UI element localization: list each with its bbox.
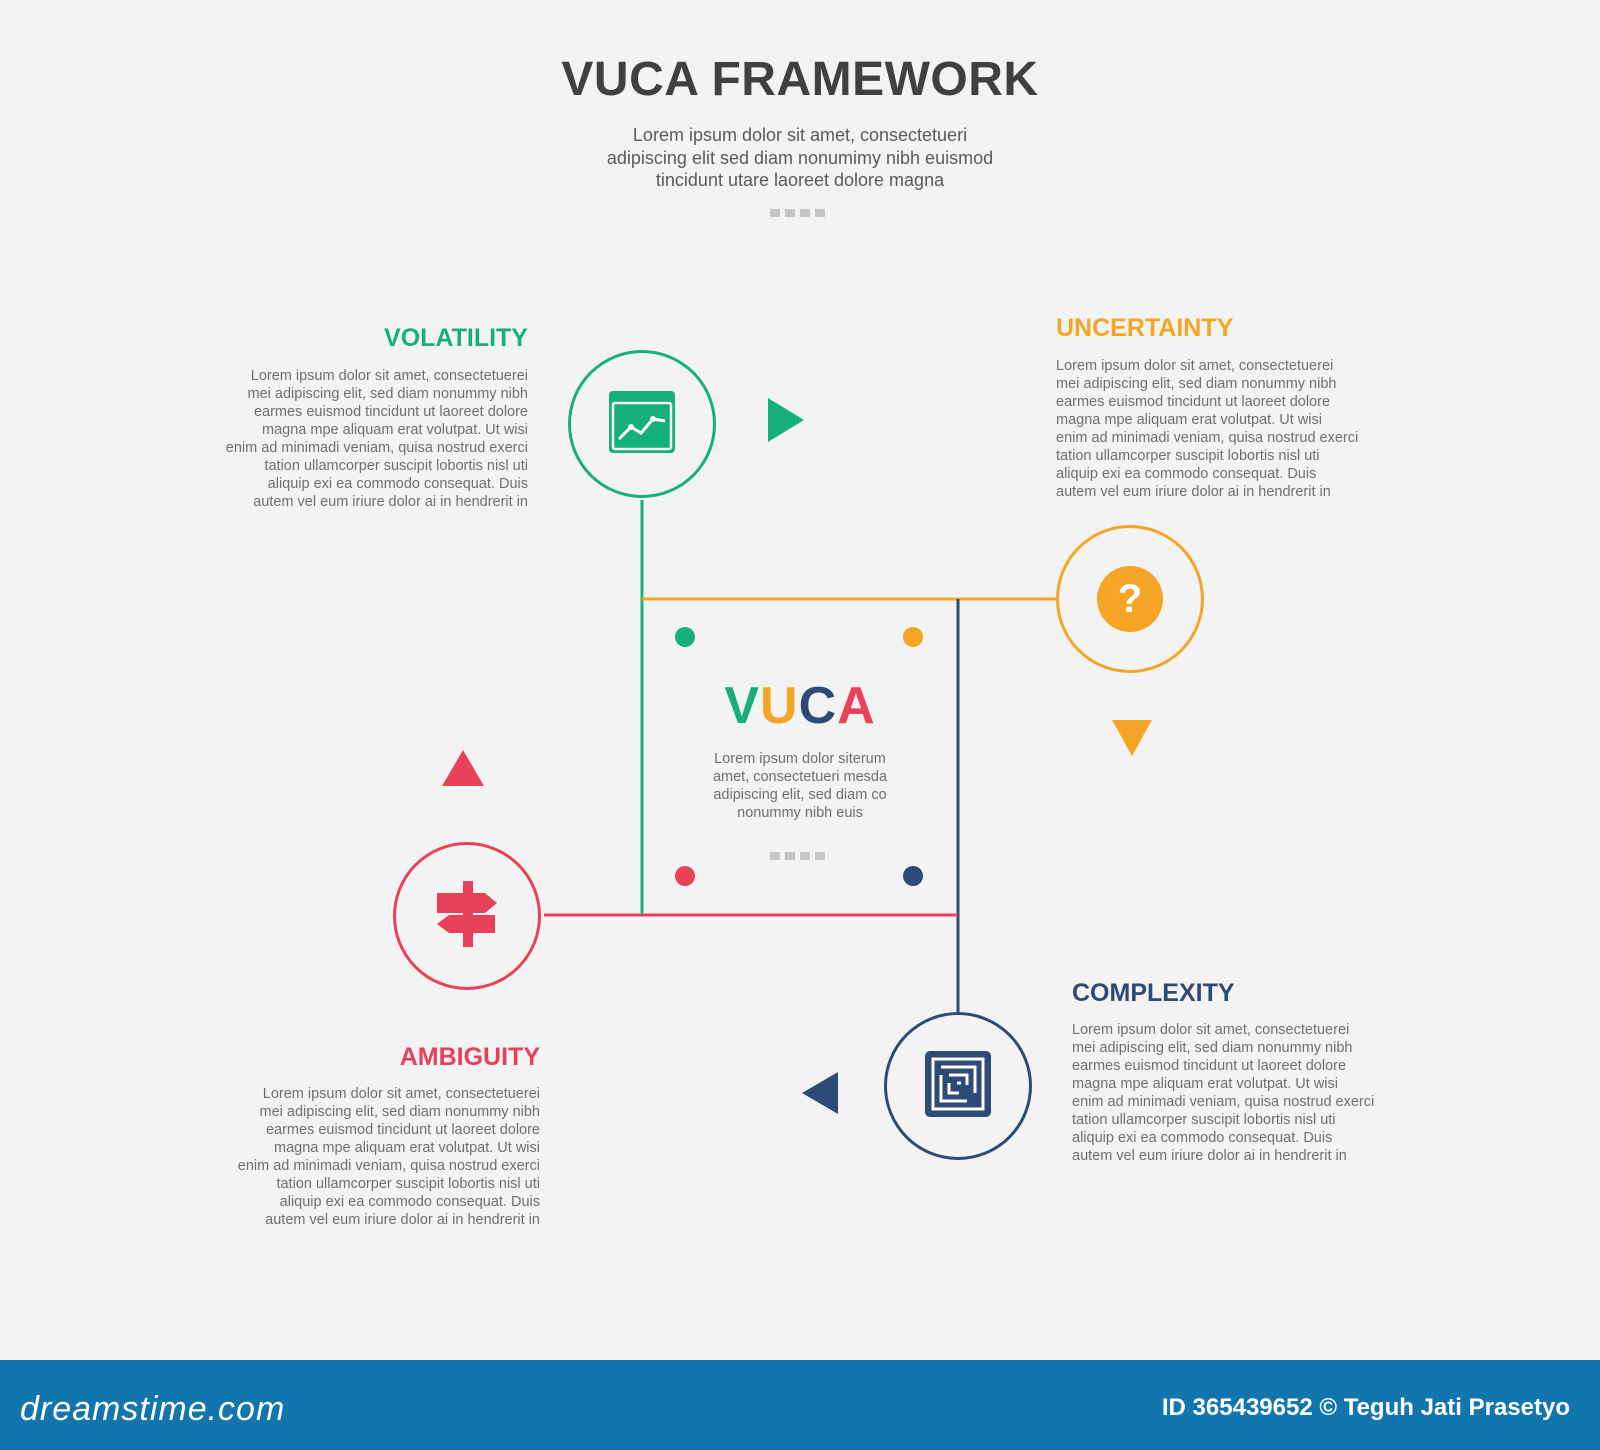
uncertainty-text-line: earmes euismod tincidunt ut laoreet dolo… — [1056, 394, 1331, 410]
ambiguity-circle — [393, 842, 541, 990]
corner-dot-orange — [903, 627, 923, 647]
ambiguity-heading: AMBIGUITY — [399, 1043, 540, 1071]
volatility-circle — [568, 350, 716, 498]
corner-dot-green — [675, 627, 695, 647]
ambiguity-text-line: magna mpe aliquam erat volutpat. Ut wisi — [274, 1140, 540, 1156]
uncertainty-text-line: magna mpe aliquam erat volutpat. Ut wisi — [1056, 412, 1322, 428]
complexity-circle — [884, 1012, 1032, 1160]
uncertainty-heading: UNCERTAINTY — [1056, 314, 1234, 342]
center-vuca-word: VUCA — [700, 676, 900, 736]
page-title: VUCA FRAMEWORK — [561, 53, 1039, 106]
ambiguity-text-line: autem vel eum iriure dolor ai in hendrer… — [265, 1212, 540, 1228]
subtitle-line: tincidunt utare laoreet dolore magna — [655, 170, 945, 190]
volatility-text-line: earmes euismod tincidunt ut laoreet dolo… — [253, 404, 528, 420]
footer-credit: ID 365439652 © Teguh Jati Prasetyo — [1161, 1394, 1570, 1421]
footer-logo: dreamstime.com — [20, 1390, 286, 1428]
uncertainty-description: Lorem ipsum dolor sit amet, consectetuer… — [1056, 357, 1396, 501]
vuca-letter-u: U — [760, 677, 799, 735]
uncertainty-text-line: tation ullamcorper suscipit lobortis nis… — [1056, 448, 1320, 464]
ambiguity-text-line: enim ad minimadi veniam, quisa nostrud e… — [237, 1158, 540, 1174]
complexity-text-line: mei adipiscing elit, sed diam nonummy ni… — [1072, 1040, 1353, 1056]
browser-chart-icon — [609, 390, 675, 458]
corner-dot-red — [675, 866, 695, 886]
signpost-icon — [435, 880, 499, 952]
connector-lines — [442, 398, 1152, 1114]
triangle-down-icon — [1112, 720, 1152, 756]
complexity-text-line: aliquip exi ea commodo consequat. Duis — [1072, 1130, 1333, 1146]
subtitle-line: adipiscing elit sed diam nonumimy nibh e… — [606, 147, 994, 168]
vuca-letter-c: C — [798, 677, 838, 735]
center-text-line: Lorem ipsum dolor siterum — [714, 751, 886, 767]
center-description: Lorem ipsum dolor siterum amet, consecte… — [700, 750, 900, 822]
volatility-text-line: autem vel eum iriure dolor ai in hendrer… — [253, 494, 528, 510]
center-text-line: adipiscing elit, sed diam co — [713, 787, 887, 803]
center-dots-divider — [770, 852, 825, 860]
vuca-letter-a: A — [837, 677, 876, 735]
complexity-text-line: magna mpe aliquam erat volutpat. Ut wisi — [1072, 1076, 1338, 1092]
triangle-left-icon — [802, 1072, 838, 1114]
complexity-text-line: enim ad minimadi veniam, quisa nostrud e… — [1072, 1094, 1375, 1110]
complexity-description: Lorem ipsum dolor sit amet, consectetuer… — [1072, 1021, 1412, 1165]
page-subtitle: Lorem ipsum dolor sit amet, consectetuer… — [560, 124, 1040, 192]
volatility-text-line: tation ullamcorper suscipit lobortis nis… — [264, 458, 528, 474]
uncertainty-text-line: aliquip exi ea commodo consequat. Duis — [1056, 466, 1317, 482]
uncertainty-text-line: Lorem ipsum dolor sit amet, consectetuer… — [1056, 358, 1334, 374]
footer-bar — [0, 1360, 1600, 1450]
ambiguity-text-line: mei adipiscing elit, sed diam nonummy ni… — [259, 1104, 540, 1120]
center-text-line: nonummy nibh euis — [737, 805, 863, 821]
triangle-up-icon — [442, 750, 484, 786]
vuca-letter-v: V — [724, 677, 760, 735]
volatility-text-line: mei adipiscing elit, sed diam nonummy ni… — [247, 386, 528, 402]
complexity-text-line: tation ullamcorper suscipit lobortis nis… — [1072, 1112, 1336, 1128]
corner-dot-navy — [903, 866, 923, 886]
complexity-text-line: autem vel eum iriure dolor ai in hendrer… — [1072, 1148, 1347, 1164]
volatility-text-line: enim ad minimadi veniam, quisa nostrud e… — [225, 440, 528, 456]
question-mark-icon: ? — [1097, 566, 1163, 632]
subtitle-line: Lorem ipsum dolor sit amet, consectetuer… — [632, 125, 968, 145]
maze-icon — [925, 1050, 991, 1122]
ambiguity-text-line: aliquip exi ea commodo consequat. Duis — [279, 1194, 540, 1210]
complexity-heading: COMPLEXITY — [1072, 979, 1235, 1007]
volatility-text-line: aliquip exi ea commodo consequat. Duis — [267, 476, 528, 492]
uncertainty-text-line: mei adipiscing elit, sed diam nonummy ni… — [1056, 376, 1337, 392]
triangle-right-icon — [768, 398, 804, 442]
complexity-text-line: Lorem ipsum dolor sit amet, consectetuer… — [1072, 1022, 1350, 1038]
volatility-description: Lorem ipsum dolor sit amet, consectetuer… — [188, 367, 528, 511]
volatility-text-line: magna mpe aliquam erat volutpat. Ut wisi — [262, 422, 528, 438]
volatility-heading: VOLATILITY — [384, 324, 528, 352]
center-text-line: amet, consectetueri mesda — [712, 769, 888, 785]
ambiguity-text-line: earmes euismod tincidunt ut laoreet dolo… — [265, 1122, 540, 1138]
ambiguity-text-line: Lorem ipsum dolor sit amet, consectetuer… — [262, 1086, 540, 1102]
uncertainty-text-line: autem vel eum iriure dolor ai in hendrer… — [1056, 484, 1331, 500]
ambiguity-description: Lorem ipsum dolor sit amet, consectetuer… — [200, 1085, 540, 1229]
title-dots-divider — [770, 209, 825, 217]
uncertainty-text-line: enim ad minimadi veniam, quisa nostrud e… — [1056, 430, 1359, 446]
ambiguity-text-line: tation ullamcorper suscipit lobortis nis… — [276, 1176, 540, 1192]
uncertainty-circle: ? — [1056, 525, 1204, 673]
volatility-text-line: Lorem ipsum dolor sit amet, consectetuer… — [250, 368, 528, 384]
complexity-text-line: earmes euismod tincidunt ut laoreet dolo… — [1072, 1058, 1347, 1074]
